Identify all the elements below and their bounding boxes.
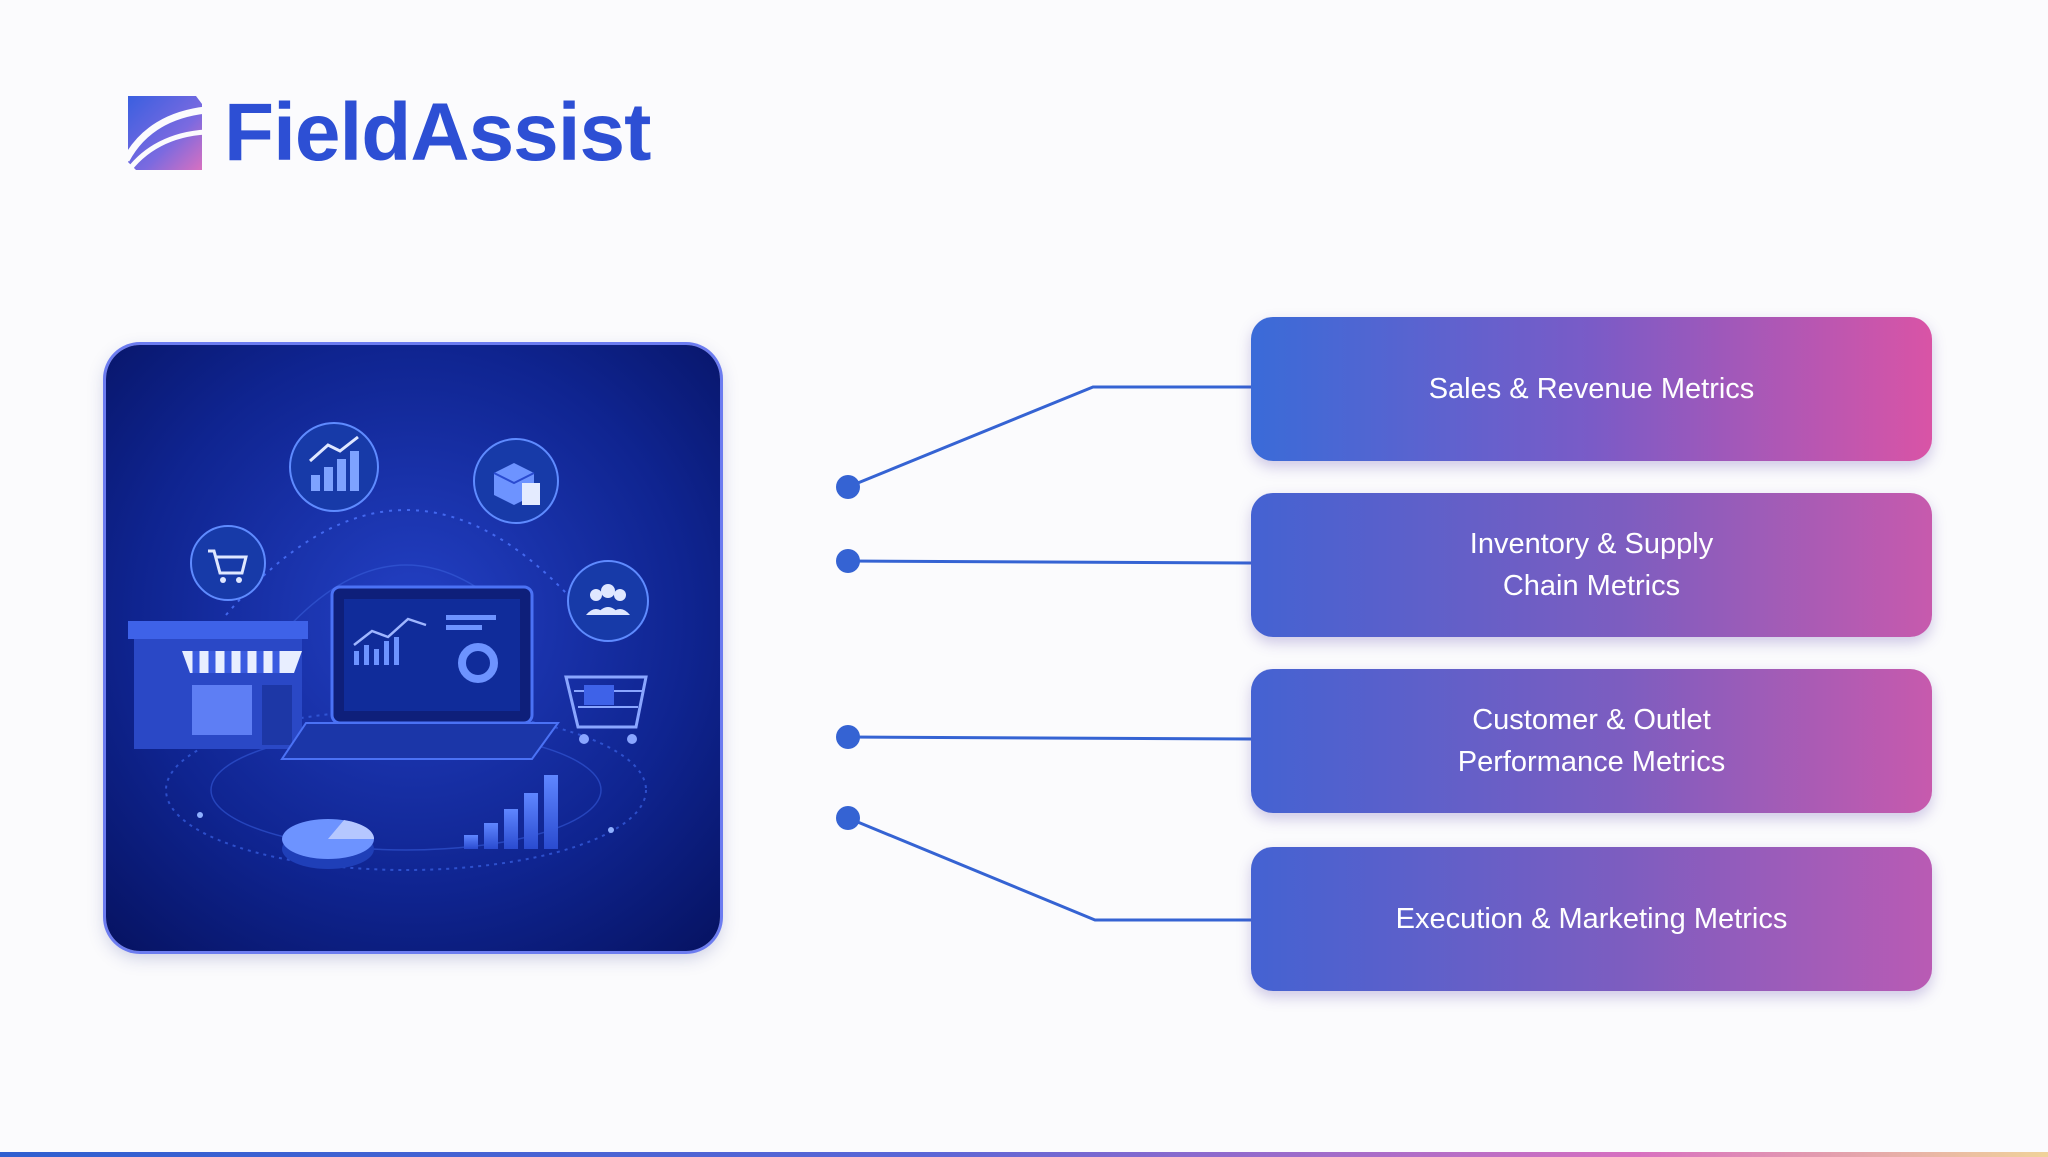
metric-card-sales-revenue: Sales & Revenue Metrics: [1251, 317, 1932, 461]
package-checklist-icon: [473, 438, 559, 524]
laptop-dashboard-illustration: [280, 585, 560, 760]
people-group-icon: [567, 560, 649, 642]
connector-line-2: [847, 559, 1252, 565]
pie-chart-illustration: [282, 819, 375, 869]
connector-line-1: [847, 385, 1251, 489]
connector-dot-4: [836, 806, 860, 830]
bottom-accent-bar: [0, 1152, 2048, 1157]
connector-dot-3: [836, 725, 860, 749]
connector-dot-1: [836, 475, 860, 499]
metric-card-execution-marketing: Execution & Marketing Metrics: [1251, 847, 1932, 991]
metric-card-inventory-supply-chain: Inventory & Supply Chain Metrics: [1251, 493, 1932, 637]
connector-dot-2: [836, 549, 860, 573]
analytics-dashboard-illustration: [106, 345, 720, 951]
connector-line-3: [847, 735, 1252, 741]
bar-chart-illustration: [464, 775, 558, 849]
storefront-illustration: [128, 621, 308, 749]
analytics-illustration: [106, 345, 720, 951]
shopping-cart-icon: [190, 525, 266, 601]
connector-line-4: [847, 816, 1251, 922]
metric-card-customer-outlet: Customer & Outlet Performance Metrics: [1251, 669, 1932, 813]
cart-illustration: [564, 675, 648, 744]
brand-logo: FieldAssist: [122, 87, 651, 178]
brand-name: FieldAssist: [224, 87, 651, 178]
fieldassist-logo-icon: [122, 96, 207, 176]
growth-chart-icon: [289, 422, 379, 512]
